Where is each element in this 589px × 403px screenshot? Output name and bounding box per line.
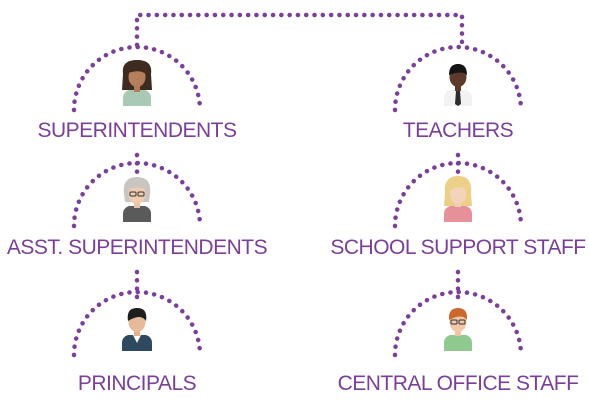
top-connector-line xyxy=(134,12,465,48)
dotted-arc xyxy=(392,44,524,113)
node-label: SCHOOL SUPPORT STAFF xyxy=(330,236,585,259)
dotted-arc xyxy=(71,160,203,229)
man-tie-avatar-icon xyxy=(444,64,472,106)
dotted-arc xyxy=(392,160,524,229)
node-asst-superintendents: ASST. SUPERINTENDENTS xyxy=(7,160,268,259)
dotted-arc xyxy=(71,44,203,113)
blonde-woman-avatar-icon xyxy=(444,176,472,222)
node-central-office-staff: CENTRAL OFFICE STAFF xyxy=(338,289,579,395)
dotted-arc xyxy=(71,289,203,358)
node-school-support-staff: SCHOOL SUPPORT STAFF xyxy=(330,160,586,259)
man-suit-avatar-icon xyxy=(122,308,152,351)
node-label: SUPERINTENDENTS xyxy=(37,119,237,142)
node-label: ASST. SUPERINTENDENTS xyxy=(7,236,268,259)
node-teachers: TEACHERS xyxy=(392,44,524,142)
node-label: PRINCIPALS xyxy=(78,372,197,395)
node-superintendents: SUPERINTENDENTS xyxy=(37,44,238,142)
dotted-arc xyxy=(392,289,524,358)
man-glasses-avatar-icon xyxy=(444,308,472,351)
woman-dark-hair-avatar-icon xyxy=(122,60,152,106)
node-label: CENTRAL OFFICE STAFF xyxy=(338,372,579,395)
older-woman-glasses-avatar-icon xyxy=(123,177,151,222)
node-principals: PRINCIPALS xyxy=(71,289,203,395)
node-label: TEACHERS xyxy=(403,119,514,142)
